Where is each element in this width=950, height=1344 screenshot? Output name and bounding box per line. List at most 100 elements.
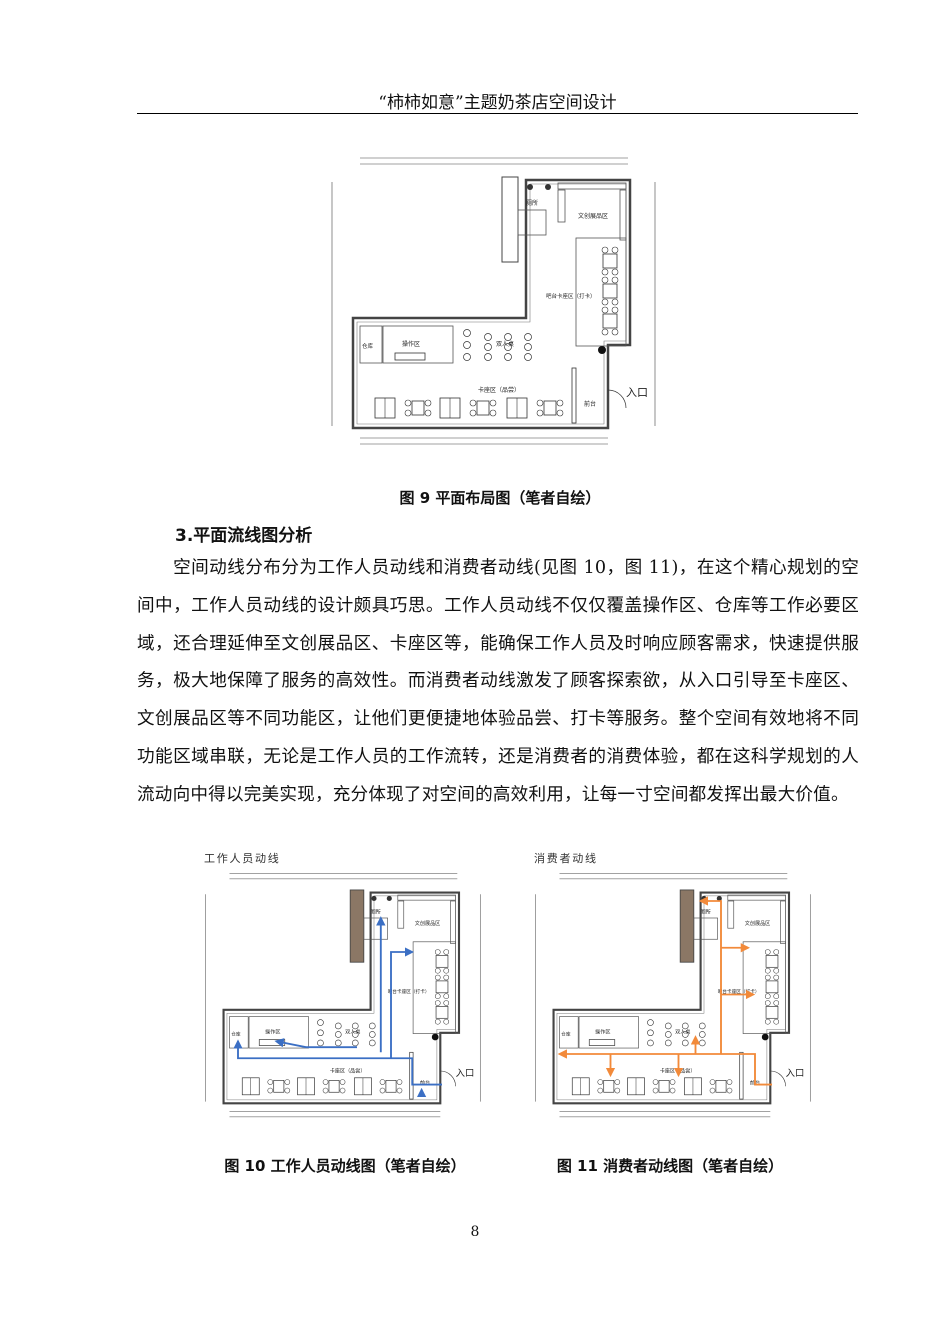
- table: [411, 400, 425, 416]
- plant-icon: [761, 1033, 769, 1041]
- counter: [394, 352, 426, 361]
- chair: [443, 1000, 450, 1006]
- chair: [424, 399, 432, 407]
- chair: [443, 993, 450, 1000]
- chair: [463, 353, 471, 361]
- chair: [611, 246, 619, 254]
- chair: [665, 1039, 672, 1047]
- table: [543, 400, 557, 416]
- chair: [339, 1087, 346, 1094]
- door-swing: [607, 389, 627, 409]
- basin-icon: [545, 184, 551, 190]
- chair: [317, 1019, 324, 1026]
- header-divider: [137, 113, 858, 114]
- chair: [647, 1019, 654, 1026]
- table: [328, 1080, 340, 1093]
- label-front-desk: 前台: [420, 1080, 430, 1087]
- operation-room: [382, 325, 454, 364]
- figure-11-caption: 图 11 消费者动线图（笔者自绘）: [556, 1157, 784, 1175]
- display-shelf: [557, 182, 627, 190]
- display-shelf: [727, 900, 735, 929]
- plan-title: 消费者动线: [534, 851, 598, 865]
- booth-table: [602, 253, 618, 269]
- operation-room: [578, 1016, 639, 1049]
- chair: [699, 1039, 706, 1047]
- label-operation: 操作区: [595, 1029, 610, 1036]
- booth-table: [435, 980, 449, 994]
- basin-icon: [386, 895, 392, 901]
- chair: [647, 1029, 654, 1037]
- chair: [773, 949, 780, 955]
- booth-table: [602, 313, 618, 329]
- label-operation: 操作区: [265, 1029, 280, 1036]
- chair: [601, 306, 609, 314]
- display-shelf: [397, 900, 405, 929]
- chair: [335, 1022, 342, 1030]
- chair: [601, 328, 609, 336]
- door-swing: [770, 1070, 786, 1087]
- chair: [443, 949, 450, 955]
- chair: [556, 409, 564, 417]
- chair: [682, 1022, 689, 1030]
- counter: [588, 1039, 616, 1046]
- chair: [764, 967, 771, 974]
- chair: [463, 341, 471, 349]
- table: [715, 1080, 727, 1093]
- partition: [739, 1051, 744, 1100]
- table: [658, 1080, 670, 1093]
- plan-title: 工作人员动线: [204, 851, 280, 865]
- booth-table: [435, 1006, 449, 1019]
- display-shelf: [780, 900, 786, 944]
- label-bar-booth: 吧台卡座区（打卡）: [718, 988, 760, 995]
- storage-room: [359, 325, 383, 364]
- chair: [601, 298, 609, 306]
- figure-10-caption: 图 10 工作人员动线图（笔者自绘）: [224, 1157, 466, 1175]
- chair: [524, 343, 532, 351]
- chair: [504, 343, 512, 351]
- chair: [647, 1039, 654, 1047]
- chair: [352, 1022, 359, 1030]
- chair: [597, 1087, 604, 1094]
- chair: [284, 1079, 291, 1085]
- display-shelf: [619, 189, 627, 241]
- label-double-table: 双人桌: [345, 1029, 360, 1036]
- exterior-wall: [351, 178, 632, 430]
- chair: [443, 974, 450, 981]
- chair: [764, 974, 771, 981]
- booth-table: [435, 955, 449, 968]
- display-shelf: [450, 900, 456, 944]
- chair: [726, 1087, 733, 1094]
- chair: [773, 974, 780, 981]
- bar-booth-area: [412, 941, 456, 1034]
- chair: [699, 1022, 706, 1030]
- label-double-table: 双人桌: [496, 340, 514, 348]
- chair: [484, 333, 492, 341]
- chair: [484, 353, 492, 361]
- chair: [335, 1039, 342, 1047]
- label-storage: 仓库: [231, 1030, 241, 1037]
- wall-column: [349, 889, 365, 963]
- flow-line: [698, 896, 722, 1054]
- chair: [556, 399, 564, 407]
- floor-plan-layout: 厕所文创展品区吧台卡座区（打卡）仓库操作区双人桌卡座区（品尝）前台入口: [331, 157, 656, 445]
- chair: [699, 1031, 706, 1038]
- basin-icon: [716, 895, 722, 901]
- chair: [601, 246, 609, 254]
- chair: [322, 1079, 329, 1085]
- chair: [396, 1087, 403, 1094]
- chair: [267, 1087, 274, 1094]
- chair: [463, 329, 471, 337]
- flow-line: [557, 1049, 772, 1086]
- chair: [369, 1022, 376, 1030]
- chair: [773, 1018, 780, 1025]
- chair: [611, 268, 619, 276]
- chair: [317, 1029, 324, 1037]
- table: [603, 1080, 615, 1093]
- chair: [434, 1000, 441, 1006]
- page-header: “柿柿如意”主题奶茶店空间设计: [378, 93, 617, 113]
- label-creative-area: 文创展品区: [415, 920, 440, 927]
- chair: [369, 1039, 376, 1047]
- flow-line: [390, 947, 415, 1059]
- chair: [379, 1087, 386, 1094]
- basin-icon: [371, 895, 377, 901]
